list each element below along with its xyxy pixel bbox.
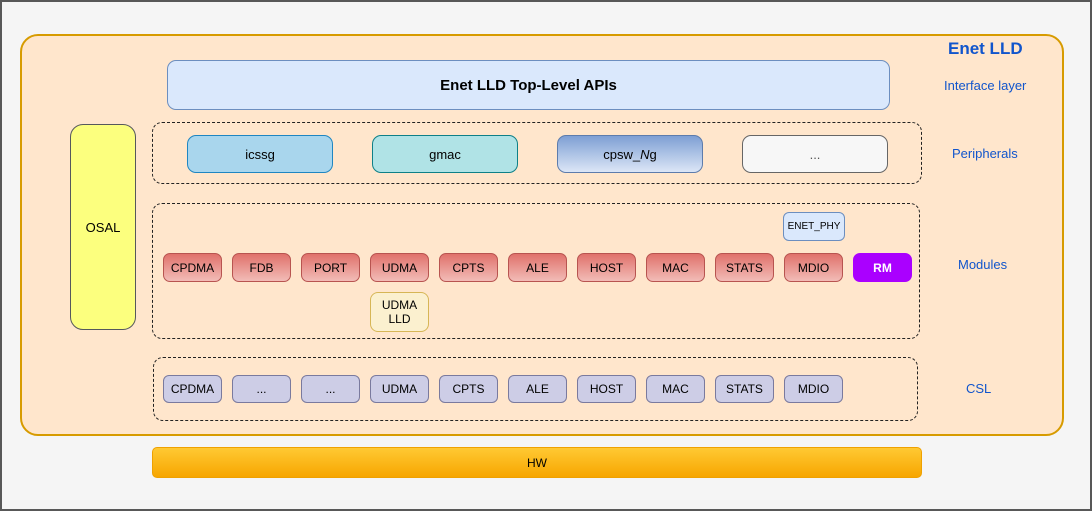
modules-row: CPDMA FDB PORT UDMA CPTS ALE HOST MAC ST… (163, 253, 912, 282)
csl-box: STATS (715, 375, 774, 403)
peripheral-icssg-box: icssg (187, 135, 333, 173)
module-box: UDMA (370, 253, 429, 282)
peripherals-label: Peripherals (952, 146, 1018, 161)
peripheral-gmac-box: gmac (372, 135, 518, 173)
module-box: MDIO (784, 253, 843, 282)
hw-bar: HW (152, 447, 922, 478)
modules-label: Modules (958, 257, 1008, 272)
module-box: CPTS (439, 253, 498, 282)
peripheral-more-box: ... (742, 135, 888, 173)
udma-lld-box: UDMA LLD (370, 292, 429, 332)
cpsw-label-suffix: g (649, 146, 657, 162)
csl-group (153, 357, 918, 421)
cpsw-label-prefix: cpsw_ (603, 146, 641, 162)
csl-box: MAC (646, 375, 705, 403)
enet-phy-box: ENET_PHY (783, 212, 845, 241)
modules-group (152, 203, 920, 339)
csl-box: ... (301, 375, 360, 403)
module-box: HOST (577, 253, 636, 282)
csl-box: UDMA (370, 375, 429, 403)
peripherals-group (152, 122, 922, 184)
module-box: ALE (508, 253, 567, 282)
csl-box: HOST (577, 375, 636, 403)
module-box: PORT (301, 253, 360, 282)
csl-box: ALE (508, 375, 567, 403)
interface-layer-label: Interface layer (944, 78, 1027, 93)
csl-row: CPDMA ... ... UDMA CPTS ALE HOST MAC STA… (163, 375, 843, 403)
csl-label: CSL (966, 381, 992, 396)
enet-lld-title: Enet LLD (948, 39, 1023, 58)
module-box: FDB (232, 253, 291, 282)
csl-box: ... (232, 375, 291, 403)
csl-box: CPDMA (163, 375, 222, 403)
osal-box: OSAL (70, 124, 136, 330)
top-level-apis-box: Enet LLD Top-Level APIs (167, 60, 890, 110)
module-box: CPDMA (163, 253, 222, 282)
csl-box: MDIO (784, 375, 843, 403)
cpsw-label-italic: N (640, 146, 650, 162)
module-box: MAC (646, 253, 705, 282)
csl-box: CPTS (439, 375, 498, 403)
module-box: STATS (715, 253, 774, 282)
rm-box: RM (853, 253, 912, 282)
